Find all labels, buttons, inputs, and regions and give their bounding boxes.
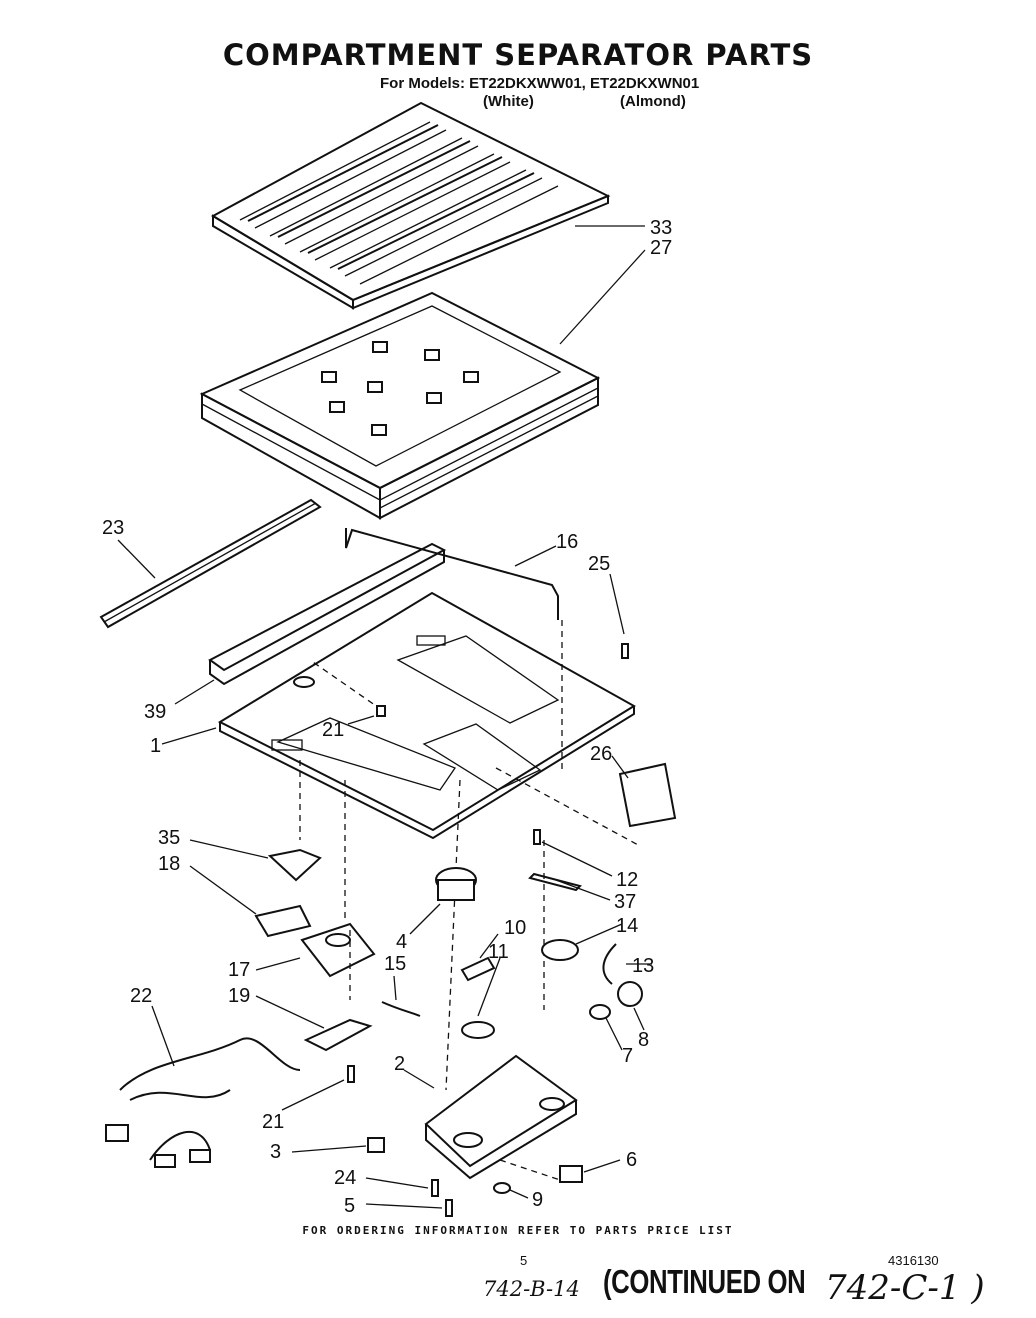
part-5-screw bbox=[445, 1199, 453, 1217]
page-number: 5 bbox=[520, 1253, 528, 1268]
callout-17: 17 bbox=[228, 959, 250, 981]
callout-13: 13 bbox=[632, 955, 654, 977]
part-16-wire bbox=[345, 528, 559, 620]
callout-33: 33 bbox=[650, 217, 672, 239]
part-35-damper bbox=[267, 848, 322, 882]
ordering-note: FOR ORDERING INFORMATION REFER TO PARTS … bbox=[302, 1224, 734, 1237]
callout-10: 10 bbox=[504, 917, 526, 939]
part-27-separator-frame bbox=[199, 291, 601, 520]
document-number: 4316130 bbox=[888, 1253, 939, 1268]
callout-35: 35 bbox=[158, 827, 180, 849]
page-title: COMPARTMENT SEPARATOR PARTS bbox=[222, 38, 814, 72]
callout-23: 23 bbox=[102, 517, 124, 539]
part-23-trim-strip bbox=[99, 498, 322, 629]
part-9-washer bbox=[493, 1182, 511, 1194]
part-8-ring bbox=[617, 981, 643, 1007]
callout-25: 25 bbox=[588, 553, 610, 575]
callout-18: 18 bbox=[158, 853, 180, 875]
part-2-mounting-tray bbox=[424, 1054, 578, 1180]
callout-7: 7 bbox=[622, 1045, 633, 1067]
callout-2: 2 bbox=[394, 1053, 405, 1075]
variant-almond: (Almond) bbox=[620, 93, 686, 110]
part-6-connector bbox=[559, 1165, 583, 1183]
callout-1: 1 bbox=[150, 735, 161, 757]
part-4-fan bbox=[435, 867, 477, 901]
callout-12: 12 bbox=[616, 869, 638, 891]
callout-arrows bbox=[117, 225, 652, 1209]
part-13-tube bbox=[602, 943, 617, 985]
callout-5: 5 bbox=[344, 1195, 355, 1217]
callout-21-upper: 21 bbox=[322, 719, 344, 741]
callout-19: 19 bbox=[228, 985, 250, 1007]
callout-21-lower: 21 bbox=[262, 1111, 284, 1133]
callout-3: 3 bbox=[270, 1141, 281, 1163]
callout-37: 37 bbox=[614, 891, 636, 913]
callout-24: 24 bbox=[334, 1167, 356, 1189]
callout-11: 11 bbox=[488, 941, 509, 963]
callout-14: 14 bbox=[616, 915, 638, 937]
part-12-screw bbox=[533, 829, 541, 845]
assembly-leader-lines bbox=[299, 620, 641, 1181]
callout-4: 4 bbox=[396, 931, 407, 953]
part-25-screw bbox=[621, 643, 629, 659]
part-7-clamp bbox=[589, 1004, 611, 1020]
models-line: For Models: ET22DKXWW01, ET22DKXWN01 bbox=[380, 75, 700, 92]
part-1-separator-pan bbox=[217, 591, 636, 840]
part-37-shim bbox=[528, 872, 582, 892]
part-14-motor bbox=[541, 939, 579, 961]
callout-16: 16 bbox=[556, 531, 578, 553]
part-22-wiring-harness bbox=[105, 1037, 301, 1168]
part-26-insulation bbox=[618, 762, 677, 828]
part-39-duct bbox=[208, 542, 447, 688]
callout-8: 8 bbox=[638, 1029, 649, 1051]
callout-26: 26 bbox=[590, 743, 612, 765]
part-21-screw-lower bbox=[347, 1065, 355, 1083]
part-33-grille-panel bbox=[210, 101, 611, 310]
callout-6: 6 bbox=[626, 1149, 637, 1171]
part-17-control-housing bbox=[300, 922, 376, 978]
part-10-switch bbox=[460, 956, 496, 982]
continued-on-label: (CONTINUED ON bbox=[603, 1263, 806, 1300]
variant-white: (White) bbox=[483, 93, 534, 110]
callout-27: 27 bbox=[650, 237, 672, 259]
handwritten-reference: 742-B-14 bbox=[483, 1277, 580, 1301]
callout-15: 15 bbox=[384, 953, 406, 975]
part-24-screw bbox=[431, 1179, 439, 1197]
handwritten-next-page: 742-C-1 ) bbox=[825, 1268, 985, 1308]
callout-9: 9 bbox=[532, 1189, 543, 1211]
part-15-tube bbox=[381, 1001, 421, 1017]
part-3-clip bbox=[367, 1137, 385, 1153]
callout-39: 39 bbox=[144, 701, 166, 723]
callout-22: 22 bbox=[130, 985, 152, 1007]
part-19-bracket bbox=[303, 1018, 373, 1052]
part-21-screw-upper bbox=[376, 705, 386, 717]
part-18-bezel bbox=[254, 904, 312, 938]
part-11-grommet bbox=[461, 1021, 495, 1039]
callout-labels: 33 27 23 16 25 39 21 1 26 35 18 12 37 10… bbox=[102, 217, 672, 1217]
